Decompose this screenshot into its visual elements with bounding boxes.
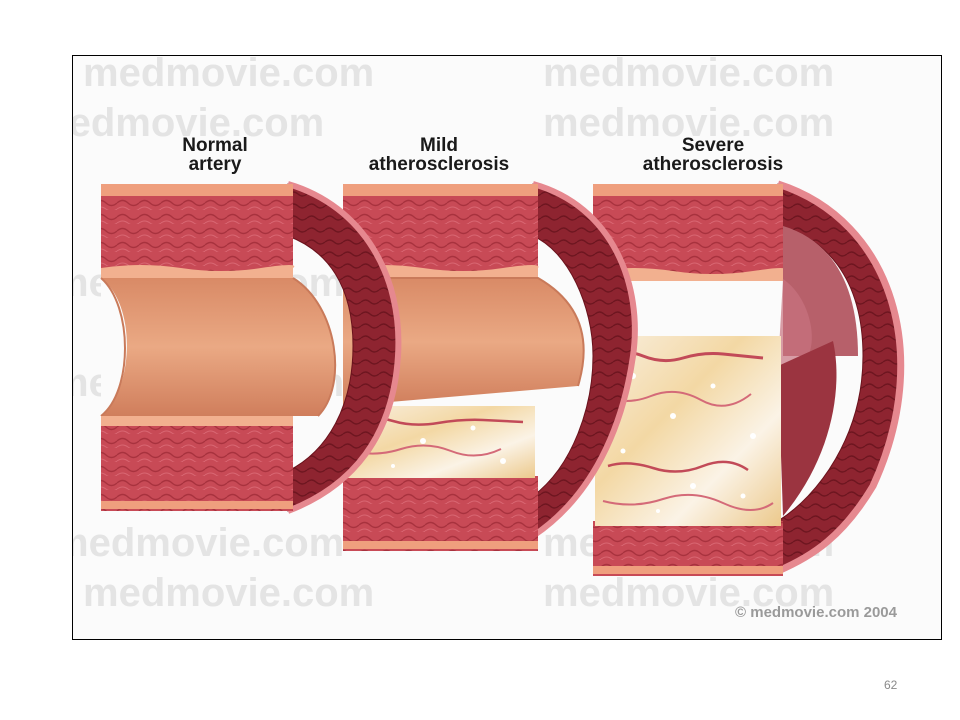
mild-label-line1: Mild <box>420 135 458 156</box>
mild-atherosclerosis-label: Mild atherosclerosis <box>349 136 529 174</box>
mild-label-line2: atherosclerosis <box>368 154 510 175</box>
atherosclerosis-illustration: medmovie.com medmovie.com medmovie.com m… <box>72 55 942 640</box>
watermark-text: medmovie.com <box>73 521 344 565</box>
severe-label-line1: Severe <box>681 135 745 156</box>
normal-label-line1: Normal <box>182 135 248 156</box>
artery-drawing: medmovie.com medmovie.com medmovie.com m… <box>73 56 905 615</box>
normal-artery-label: Normal artery <box>145 136 285 174</box>
page-number: 62 <box>884 678 898 692</box>
watermark-text: medmovie.com <box>543 56 834 95</box>
watermark-text: medmovie.com <box>543 571 834 615</box>
copyright-notice: © medmovie.com 2004 <box>735 604 897 621</box>
watermark-text: medmovie.com <box>543 101 834 145</box>
watermark-text: medmovie.com <box>83 571 374 615</box>
severe-label-line2: atherosclerosis <box>642 154 784 175</box>
mild-artery-section <box>343 181 638 551</box>
watermark-text: medmovie.com <box>83 56 374 95</box>
watermark-text: medmovie.com <box>73 101 324 145</box>
normal-label-line2: artery <box>188 154 242 175</box>
normal-artery-section <box>100 181 402 514</box>
severe-atherosclerosis-label: Severe atherosclerosis <box>613 136 813 174</box>
